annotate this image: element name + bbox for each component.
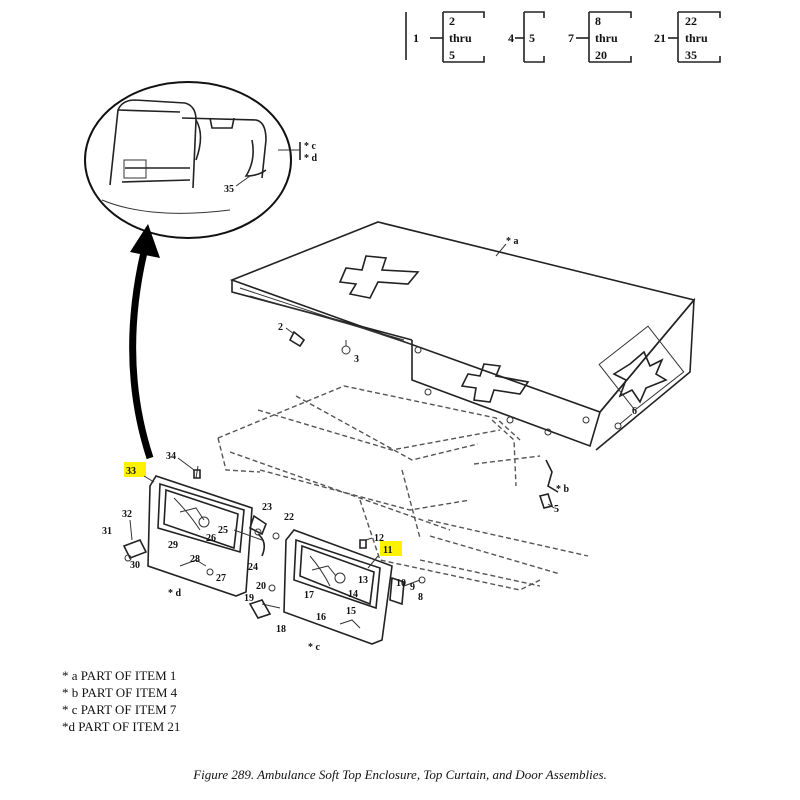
- callout-30: 30: [130, 560, 140, 571]
- callout-35: 35: [224, 184, 234, 195]
- note-b: * b PART OF ITEM 4: [62, 685, 178, 700]
- callout-3: 3: [354, 354, 359, 365]
- callout-10: 10: [396, 578, 406, 589]
- callout-24: 24: [248, 562, 258, 573]
- callout-20: 20: [256, 581, 266, 592]
- callout-6: 6: [632, 406, 637, 417]
- callout-17: 17: [304, 590, 314, 601]
- index-child-thru: thru: [449, 31, 472, 45]
- index-group-21: 21 22 thru 35: [654, 11, 721, 63]
- index-child-5b: 5: [529, 31, 535, 45]
- index-child-20: 20: [595, 48, 607, 62]
- cover-hardware: [288, 330, 351, 355]
- soft-top-enclosure: * a: [229, 221, 696, 451]
- index-child-thru: thru: [685, 31, 708, 45]
- callout-26: 26: [206, 533, 216, 544]
- figure-caption: Figure 289. Ambulance Soft Top Enclosure…: [193, 767, 607, 782]
- callout-14: 14: [348, 589, 358, 600]
- index-child-8: 8: [595, 14, 601, 28]
- callout-c-detail: * c: [304, 141, 317, 152]
- callout-highlights: [124, 462, 402, 556]
- callout-a: * a: [506, 236, 519, 247]
- index-parent-7: 7: [568, 31, 574, 45]
- callout-13: 13: [358, 575, 368, 586]
- index-group-7: 7 8 thru 20: [568, 11, 632, 63]
- index-group-4: 4 5: [508, 11, 545, 63]
- detail-pointer-arrow: [129, 224, 160, 460]
- index-child-5: 5: [449, 48, 455, 62]
- callout-22: 22: [284, 512, 294, 523]
- callout-19: 19: [244, 593, 254, 604]
- right-door-assembly: [248, 422, 622, 645]
- index-child-35: 35: [685, 48, 697, 62]
- note-c: * c PART OF ITEM 7: [62, 702, 177, 717]
- index-parent-1: 1: [413, 31, 419, 45]
- callout-labels: 2 3 5 6 * b 8 9 10 11 12 13 14 15 16 17 …: [102, 322, 637, 653]
- part-notes: * a PART OF ITEM 1 * b PART OF ITEM 4 * …: [62, 667, 180, 735]
- callout-b: * b: [556, 484, 570, 495]
- callout-2: 2: [278, 322, 283, 333]
- callout-27: 27: [216, 573, 226, 584]
- vehicle-body-frame-dashed: [217, 385, 589, 591]
- left-door-assembly: [122, 465, 280, 597]
- callout-d: * d: [168, 588, 182, 599]
- note-d: *d PART OF ITEM 21: [62, 719, 181, 734]
- index-parent-21: 21: [654, 31, 666, 45]
- callout-8: 8: [418, 592, 423, 603]
- index-child-thru: thru: [595, 31, 618, 45]
- callout-34: 34: [166, 451, 176, 462]
- callout-33: 33: [126, 466, 136, 477]
- callout-11: 11: [383, 545, 392, 556]
- callout-18: 18: [276, 624, 286, 635]
- index-child-2: 2: [449, 14, 455, 28]
- callout-c: * c: [308, 642, 321, 653]
- callout-12: 12: [374, 533, 384, 544]
- callout-23: 23: [262, 502, 272, 513]
- callout-15: 15: [346, 606, 356, 617]
- callout-25: 25: [218, 525, 228, 536]
- callout-5: 5: [554, 504, 559, 515]
- callout-31: 31: [102, 526, 112, 537]
- callout-29: 29: [168, 540, 178, 551]
- index-group-1: 1 2 thru 5: [405, 11, 485, 63]
- callout-16: 16: [316, 612, 326, 623]
- index-parent-4: 4: [508, 31, 514, 45]
- detail-view-circle: 35 * c * d: [84, 81, 318, 239]
- callout-d-detail: * d: [304, 153, 318, 164]
- callout-9: 9: [410, 582, 415, 593]
- callout-32: 32: [122, 509, 132, 520]
- note-a: * a PART OF ITEM 1: [62, 668, 177, 683]
- callout-28: 28: [190, 554, 200, 565]
- index-child-22: 22: [685, 14, 697, 28]
